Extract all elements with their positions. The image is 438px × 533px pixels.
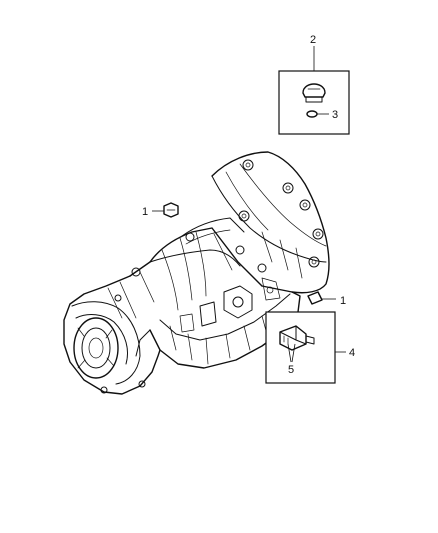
callout-3: 3 xyxy=(332,109,338,121)
callout-2: 2 xyxy=(310,34,316,46)
transmission-assembly xyxy=(63,151,330,395)
detail-box-bottom xyxy=(265,311,336,384)
detail-box-2-3 xyxy=(278,46,350,135)
callout-1-right: 1 xyxy=(340,295,346,307)
vent-plug-icon xyxy=(302,83,326,103)
detail-box-4-5 xyxy=(265,311,346,384)
callout-4: 4 xyxy=(349,347,355,359)
solenoid-connector-icon xyxy=(279,325,315,351)
plug-right-icon xyxy=(307,291,323,305)
nut-left-icon xyxy=(163,202,179,218)
callout-5: 5 xyxy=(288,364,294,376)
callout-1-left: 1 xyxy=(142,206,148,218)
